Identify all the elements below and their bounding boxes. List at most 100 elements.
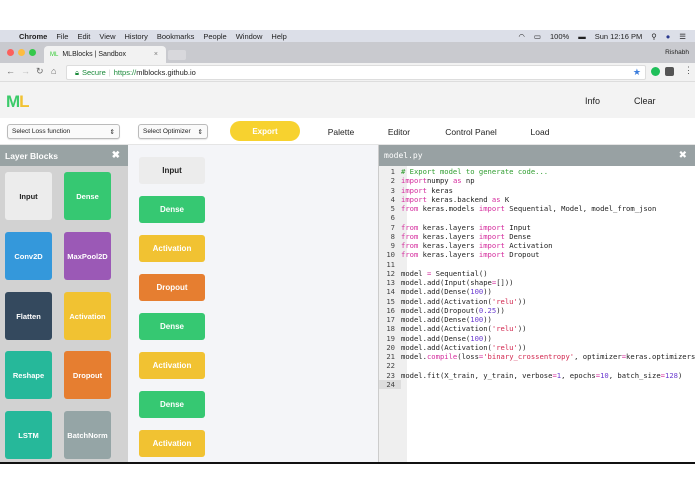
layer-block-maxpool2d[interactable]: MaxPool2D: [64, 232, 111, 280]
code-text: model.compile(loss='binary_crossentropy'…: [401, 352, 695, 361]
info-link[interactable]: Info: [585, 96, 601, 106]
code-token: 128: [665, 370, 678, 380]
maximize-window-icon[interactable]: [29, 49, 36, 56]
code-token: ): [677, 370, 683, 380]
wifi-icon[interactable]: ◠: [518, 31, 525, 41]
model-layer-input[interactable]: Input: [139, 157, 205, 184]
code-token: model.add(Activation(: [401, 296, 492, 306]
minimize-window-icon[interactable]: [18, 49, 25, 56]
tab-editor[interactable]: Editor: [387, 127, 411, 137]
code-text: # Export model to generate code...: [401, 167, 548, 176]
logo[interactable]: ML: [6, 92, 30, 111]
model-layer-activation[interactable]: Activation: [139, 430, 205, 457]
code-token: import: [401, 194, 427, 204]
favicon-icon: ML: [50, 51, 59, 58]
close-tab-icon[interactable]: ×: [153, 51, 158, 58]
code-token: model.add(Dense(: [401, 287, 471, 297]
pocket-icon[interactable]: [665, 67, 674, 76]
line-number: 16: [386, 305, 395, 315]
browser-tab[interactable]: ML MLBlocks | Sandbox ×: [44, 46, 166, 63]
code-token: )): [496, 305, 505, 315]
close-icon[interactable]: ✖: [111, 150, 120, 161]
code-token: import: [478, 222, 505, 232]
code-text: [401, 260, 405, 269]
forward-icon[interactable]: →: [21, 66, 30, 76]
line-number: 3: [390, 185, 395, 195]
line-number: 4: [390, 194, 395, 204]
siri-icon[interactable]: ●: [665, 31, 671, 41]
home-icon[interactable]: ⌂: [51, 66, 57, 76]
code-token: import: [401, 185, 427, 195]
menu-help[interactable]: Help: [271, 31, 287, 41]
layer-block-dropout[interactable]: Dropout: [64, 351, 111, 399]
url-input[interactable]: 🔒︎ Secure | https:// mlblocks.github.io …: [66, 65, 646, 80]
profile-name[interactable]: Rishabh: [665, 49, 689, 56]
menu-window[interactable]: Window: [235, 31, 263, 41]
layer-block-conv2d[interactable]: Conv2D: [5, 232, 52, 280]
clear-link[interactable]: Clear: [634, 96, 656, 106]
tab-load[interactable]: Load: [530, 127, 550, 137]
layer-block-input[interactable]: Input: [5, 172, 52, 220]
menu-bookmarks[interactable]: Bookmarks: [156, 31, 195, 41]
grammarly-icon[interactable]: [651, 67, 660, 76]
menu-file[interactable]: File: [56, 31, 69, 41]
export-button[interactable]: Export: [230, 121, 300, 141]
model-layer-dense[interactable]: Dense: [139, 313, 205, 340]
tab-palette[interactable]: Palette: [327, 127, 355, 137]
line-number: 19: [386, 333, 395, 343]
code-token: , epochs: [561, 370, 596, 380]
code-token: model.add(Dense(: [401, 315, 471, 324]
chrome-menu-icon[interactable]: ⋮: [684, 65, 693, 75]
menu-history[interactable]: History: [124, 31, 148, 41]
model-layer-dense[interactable]: Dense: [139, 391, 205, 418]
close-window-icon[interactable]: [7, 49, 14, 56]
code-token: np: [461, 176, 475, 186]
close-icon[interactable]: ✖: [678, 150, 687, 161]
layer-block-reshape[interactable]: Reshape: [5, 351, 52, 399]
layer-block-dense[interactable]: Dense: [64, 172, 111, 220]
code-text: from keras.layers import Dense: [401, 232, 531, 241]
tab-control-panel[interactable]: Control Panel: [445, 127, 497, 137]
menu-app[interactable]: Chrome: [19, 31, 48, 41]
optimizer-select[interactable]: Select Optimizer⇕: [138, 124, 208, 139]
model-layer-activation[interactable]: Activation: [139, 235, 205, 262]
line-number: 9: [390, 241, 395, 250]
reload-icon[interactable]: ↻: [36, 66, 44, 76]
menu-edit[interactable]: Edit: [77, 31, 91, 41]
menu-people[interactable]: People: [203, 31, 227, 41]
layer-block-batchnorm[interactable]: BatchNorm: [64, 411, 111, 459]
back-icon[interactable]: ←: [6, 66, 15, 76]
layer-block-activation[interactable]: Activation: [64, 292, 111, 340]
code-text: model.add(Activation('relu')): [401, 343, 527, 352]
battery-icon[interactable]: ▬: [578, 31, 586, 41]
layer-block-flatten[interactable]: Flatten: [5, 292, 52, 340]
model-layer-dropout[interactable]: Dropout: [139, 274, 205, 301]
new-tab-button[interactable]: [168, 50, 186, 60]
line-number: 10: [386, 250, 395, 260]
code-text: from keras.layers import Dropout: [401, 250, 540, 259]
code-token: from: [401, 222, 419, 232]
model-layer-dense[interactable]: Dense: [139, 196, 205, 223]
bookmark-star-icon[interactable]: ★: [632, 67, 641, 77]
line-number: 14: [386, 287, 395, 297]
code-token: 'relu': [491, 342, 518, 352]
code-token: from: [401, 231, 419, 241]
code-token: )): [517, 342, 527, 352]
clock[interactable]: Sun 12:16 PM: [594, 31, 643, 41]
code-text: model = Sequential(): [401, 269, 488, 278]
menu-view[interactable]: View: [99, 31, 116, 41]
airplay-icon[interactable]: ▭: [533, 31, 542, 41]
code-token: , batch_size: [608, 370, 661, 380]
loss-function-select[interactable]: Select Loss function⇕: [7, 124, 120, 139]
spotlight-icon[interactable]: ⚲: [651, 31, 657, 41]
notification-center-icon[interactable]: ☰: [679, 31, 686, 41]
layer-block-lstm[interactable]: LSTM: [5, 411, 52, 459]
model-layer-activation[interactable]: Activation: [139, 352, 205, 379]
